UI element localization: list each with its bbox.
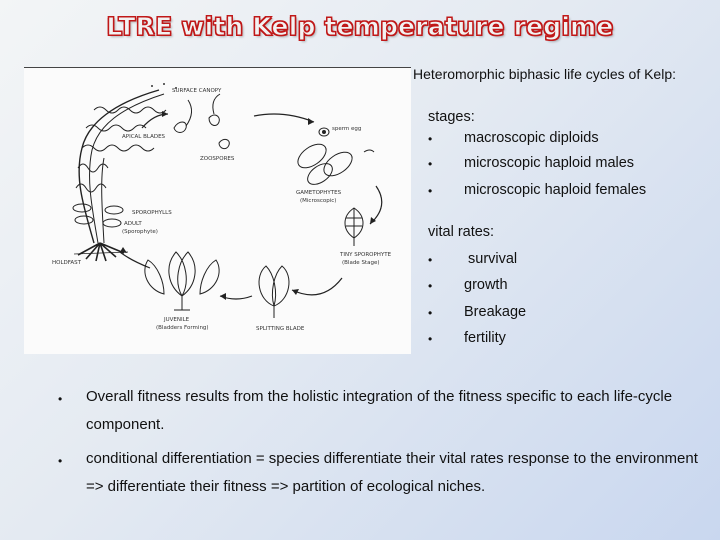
vital-rate-item: growth xyxy=(464,277,508,293)
stages-heading: stages: xyxy=(428,109,475,125)
bullet: • xyxy=(58,454,63,468)
gametophytes-drawing xyxy=(297,127,375,185)
bullet: • xyxy=(428,157,433,171)
paragraph-text: Overall fitness results from the holisti… xyxy=(86,388,673,433)
label-apical-blades: APICAL BLADES xyxy=(122,134,166,140)
label-gametophytes: GAMETOPHYTES xyxy=(296,190,342,196)
bullet: • xyxy=(428,332,433,346)
stage-item: microscopic haploid females xyxy=(464,182,647,198)
label-splitting-blade: SPLITTING BLADE xyxy=(256,326,305,332)
label-gametophytes-note: (Microscopic) xyxy=(300,198,336,204)
label-juvenile: JUVENILE xyxy=(163,317,190,323)
label-adult: ADULT xyxy=(124,221,142,227)
label-tiny-sporophyte: TINY SPOROPHYTE xyxy=(339,252,392,258)
splitting-blade-drawing xyxy=(258,265,290,318)
bullet: • xyxy=(428,184,433,198)
label-surface-canopy: SURFACE CANOPY xyxy=(172,88,222,94)
bullet: • xyxy=(428,253,433,267)
stage-item: macroscopic diploids xyxy=(464,130,599,146)
label-adult-note: (Sporophyte) xyxy=(122,229,158,235)
label-juvenile-note: (Bladders Forming) xyxy=(156,325,209,331)
life-cycle-subtitle: Heteromorphic biphasic life cycles of Ke… xyxy=(413,66,677,82)
tiny-sporophyte-drawing xyxy=(344,207,364,246)
label-tiny-sporophyte-note: (Blade Stage) xyxy=(342,260,379,266)
adult-kelp-drawing xyxy=(72,89,167,262)
paragraph-text: conditional differentiation = species di… xyxy=(86,450,698,495)
zoospores-drawing xyxy=(173,93,230,150)
label-sporophylls: SPOROPHYLLS xyxy=(132,210,172,216)
bullet: • xyxy=(58,392,63,406)
stage-item: microscopic haploid males xyxy=(464,155,635,171)
vital-rate-item: survival xyxy=(468,251,518,267)
bullet: • xyxy=(428,132,433,146)
kelp-life-cycle-diagram: SURFACE CANOPY APICAL BLADES ZOOSPORES S… xyxy=(24,67,411,354)
bullet: • xyxy=(428,306,433,320)
vital-rates-heading: vital rates: xyxy=(428,224,495,240)
vital-rate-item: Breakage xyxy=(464,304,527,320)
label-holdfast: HOLDFAST xyxy=(52,260,82,266)
bullet: • xyxy=(428,279,433,293)
slide-title: LTRE with Kelp temperature regime xyxy=(106,12,614,42)
label-sperm-egg: sperm egg xyxy=(332,126,361,132)
juvenile-drawing xyxy=(144,251,220,311)
label-zoospores: ZOOSPORES xyxy=(200,156,235,162)
vital-rate-item: fertility xyxy=(464,330,506,346)
